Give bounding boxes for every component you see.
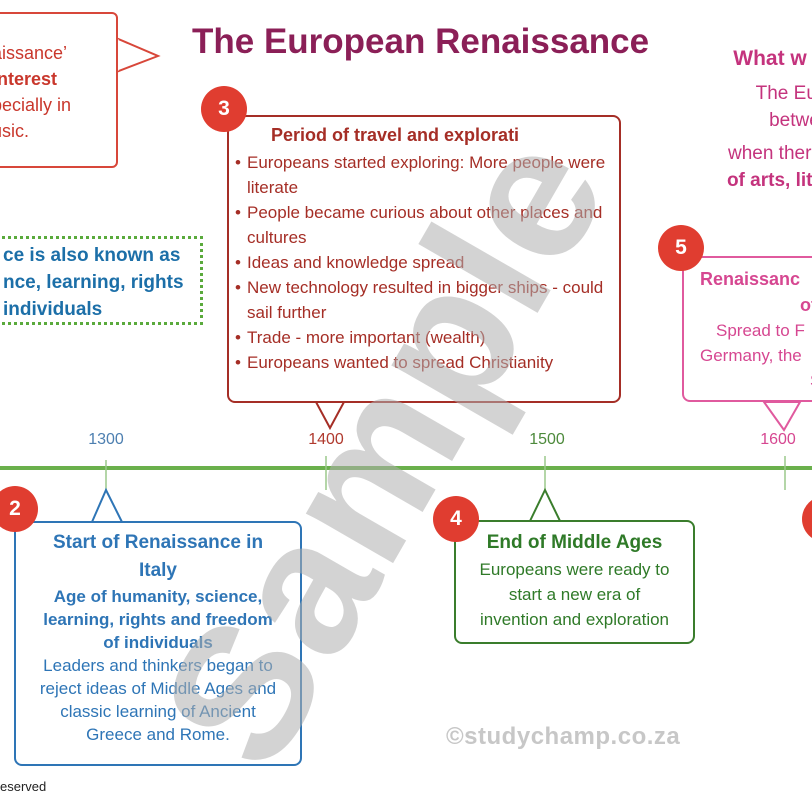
intro-line-3: pecially in [0, 95, 72, 115]
box5-line-2: Germany, the [700, 346, 802, 365]
badge-5: 5 [658, 225, 704, 271]
box3-item: Trade - more important (wealth) [235, 325, 619, 350]
page-title: The European Renaissance [192, 22, 650, 61]
badge-4: 4 [433, 496, 479, 542]
box2-sub-1: Age of humanity, science, [53, 587, 263, 606]
tick-label-1300: 1300 [88, 431, 124, 448]
box4-tail [528, 487, 562, 522]
box3-item: People became curious about other places… [235, 200, 619, 250]
box5-heading-1: Renaissanc [700, 269, 801, 289]
box3-item: Europeans wanted to spread Christianity [235, 350, 619, 375]
copyright-footer: eserved [0, 779, 47, 794]
box5-line-3: S [700, 368, 812, 393]
green-line-1: ce is also known as [3, 245, 181, 266]
box2-heading-2: Italy [138, 560, 178, 581]
intro-line-4: usic. [0, 121, 30, 141]
box2-text-2: reject ideas of Middle Ages and [39, 679, 277, 698]
what-was-line-4: of arts, lite [726, 170, 812, 191]
box4-text-2: start a new era of [508, 585, 641, 604]
box3-list: Europeans started exploring: More people… [235, 150, 619, 375]
intro-line-1: aissance’ [0, 43, 68, 63]
box3-tail [314, 401, 346, 431]
what-was-line-2: between [769, 110, 812, 131]
box2-text-4: Greece and Rome. [86, 725, 230, 744]
top-left-callout-tail [115, 36, 161, 74]
box3-item: New technology resulted in bigger ships … [235, 275, 619, 325]
what-was-heading: What w [733, 47, 807, 70]
badge-6-partial [802, 496, 812, 542]
renaissance-spread-box: Renaissanc of Spread to F Germany, the S [682, 256, 812, 402]
tick-label-1400: 1400 [308, 431, 344, 448]
box4-text-3: invention and exploration [479, 610, 670, 629]
what-was-section: What w The Europ between when there of a… [700, 44, 812, 194]
box4-heading: End of Middle Ages [486, 532, 663, 553]
travel-exploration-box: Period of travel and explorati Europeans… [227, 115, 621, 403]
green-line-2: nce, learning, rights [3, 272, 184, 293]
box4-text-1: Europeans were ready to [479, 560, 670, 579]
box2-sub-3: of individuals [103, 633, 213, 652]
box2-heading-1: Start of Renaissance in [52, 532, 264, 553]
tick-label-1600: 1600 [760, 431, 796, 448]
badge-2: 2 [0, 486, 38, 532]
what-was-line-1: The Europ [755, 83, 812, 104]
intro-line-2: interest [0, 69, 58, 89]
box3-item: Europeans started exploring: More people… [235, 150, 619, 200]
box5-heading-2: of [800, 295, 812, 315]
box2-sub-2: learning, rights and freedom [43, 610, 273, 629]
box2-text-3: classic learning of Ancient [60, 702, 256, 721]
end-middle-ages-box: End of Middle Ages Europeans were ready … [454, 520, 695, 644]
tick-label-1500: 1500 [529, 431, 565, 448]
what-was-line-3: when there [727, 143, 812, 164]
box3-heading: Period of travel and explorati [271, 125, 520, 145]
start-renaissance-box: Start of Renaissance in Italy Age of hum… [14, 521, 302, 766]
also-known-as-box: ce is also known as nce, learning, right… [0, 236, 203, 325]
badge-3: 3 [201, 86, 247, 132]
box2-tail [90, 487, 124, 523]
box5-tail [762, 401, 802, 432]
box3-item: Ideas and knowledge spread [235, 250, 619, 275]
intro-callout: aissance’ interest pecially in usic. [0, 12, 118, 168]
box2-text-1: Leaders and thinkers began to [43, 656, 273, 675]
box5-line-1: Spread to F [716, 321, 805, 340]
site-watermark: ©studychamp.co.za [446, 723, 681, 750]
green-line-3: individuals [3, 299, 103, 320]
